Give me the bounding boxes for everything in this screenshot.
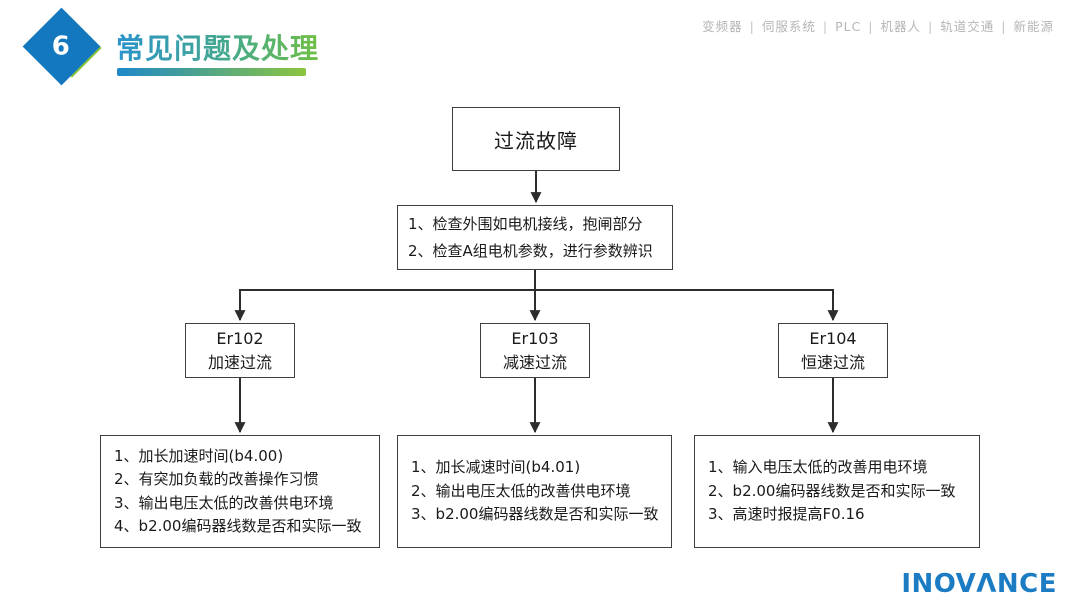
title-underline (117, 68, 306, 76)
check-step-line: 1、检查外围如电机接线，抱闸部分 (408, 214, 643, 233)
fault-root-label: 过流故障 (494, 128, 578, 153)
error-box-er103: Er103 减速过流 (480, 323, 590, 378)
product-categories: 变频器 | 伺服系统 | PLC | 机器人 | 轨道交通 | 新能源 (702, 16, 1054, 35)
check-step-line: 2、检查A组电机参数，进行参数辨识 (408, 241, 653, 260)
solution-line: 1、输入电压太低的改善用电环境 (708, 458, 928, 477)
fault-root-box: 过流故障 (452, 107, 620, 171)
page-title: 常见问题及处理 (116, 27, 319, 67)
solution-line: 2、有突加负载的改善操作习惯 (114, 470, 319, 488)
solution-line: 2、b2.00编码器线数是否和实际一致 (708, 481, 956, 500)
category-item: PLC (835, 19, 862, 34)
check-steps-box: 1、检查外围如电机接线，抱闸部分 2、检查A组电机参数，进行参数辨识 (397, 205, 673, 270)
category-item: 新能源 (1013, 19, 1054, 34)
category-item: 伺服系统 (761, 19, 816, 34)
error-code: Er104 (809, 328, 857, 348)
category-separator: | (928, 19, 934, 34)
solution-line: 3、高速时报提高F0.16 (708, 505, 865, 524)
solution-line: 4、b2.00编码器线数是否和实际一致 (114, 517, 362, 535)
error-name: 加速过流 (207, 352, 272, 372)
category-separator: | (749, 19, 755, 34)
category-separator: | (1001, 19, 1007, 34)
error-code: Er103 (511, 328, 559, 348)
category-separator: | (868, 19, 874, 34)
inovance-logo: INOVΛNCE (901, 569, 1057, 599)
solution-line: 1、加长减速时间(b4.01) (411, 458, 581, 477)
solution-line: 2、输出电压太低的改善供电环境 (411, 481, 631, 500)
category-item: 机器人 (880, 19, 922, 34)
error-box-er102: Er102 加速过流 (185, 323, 295, 378)
category-item: 轨道交通 (940, 19, 995, 34)
solution-box-er102: 1、加长加速时间(b4.00) 2、有突加负载的改善操作习惯 3、输出电压太低的… (100, 435, 380, 548)
solution-box-er103: 1、加长减速时间(b4.01) 2、输出电压太低的改善供电环境 3、b2.00编… (397, 435, 672, 548)
error-name: 减速过流 (502, 352, 567, 372)
category-item: 变频器 (702, 19, 743, 34)
error-box-er104: Er104 恒速过流 (778, 323, 888, 378)
solution-box-er104: 1、输入电压太低的改善用电环境 2、b2.00编码器线数是否和实际一致 3、高速… (694, 435, 980, 548)
solution-line: 3、输出电压太低的改善供电环境 (114, 493, 334, 512)
category-separator: | (822, 19, 829, 34)
solution-line: 1、加长加速时间(b4.00) (114, 446, 284, 465)
error-code: Er102 (216, 328, 264, 348)
solution-line: 3、b2.00编码器线数是否和实际一致 (411, 505, 659, 524)
error-name: 恒速过流 (800, 352, 865, 372)
